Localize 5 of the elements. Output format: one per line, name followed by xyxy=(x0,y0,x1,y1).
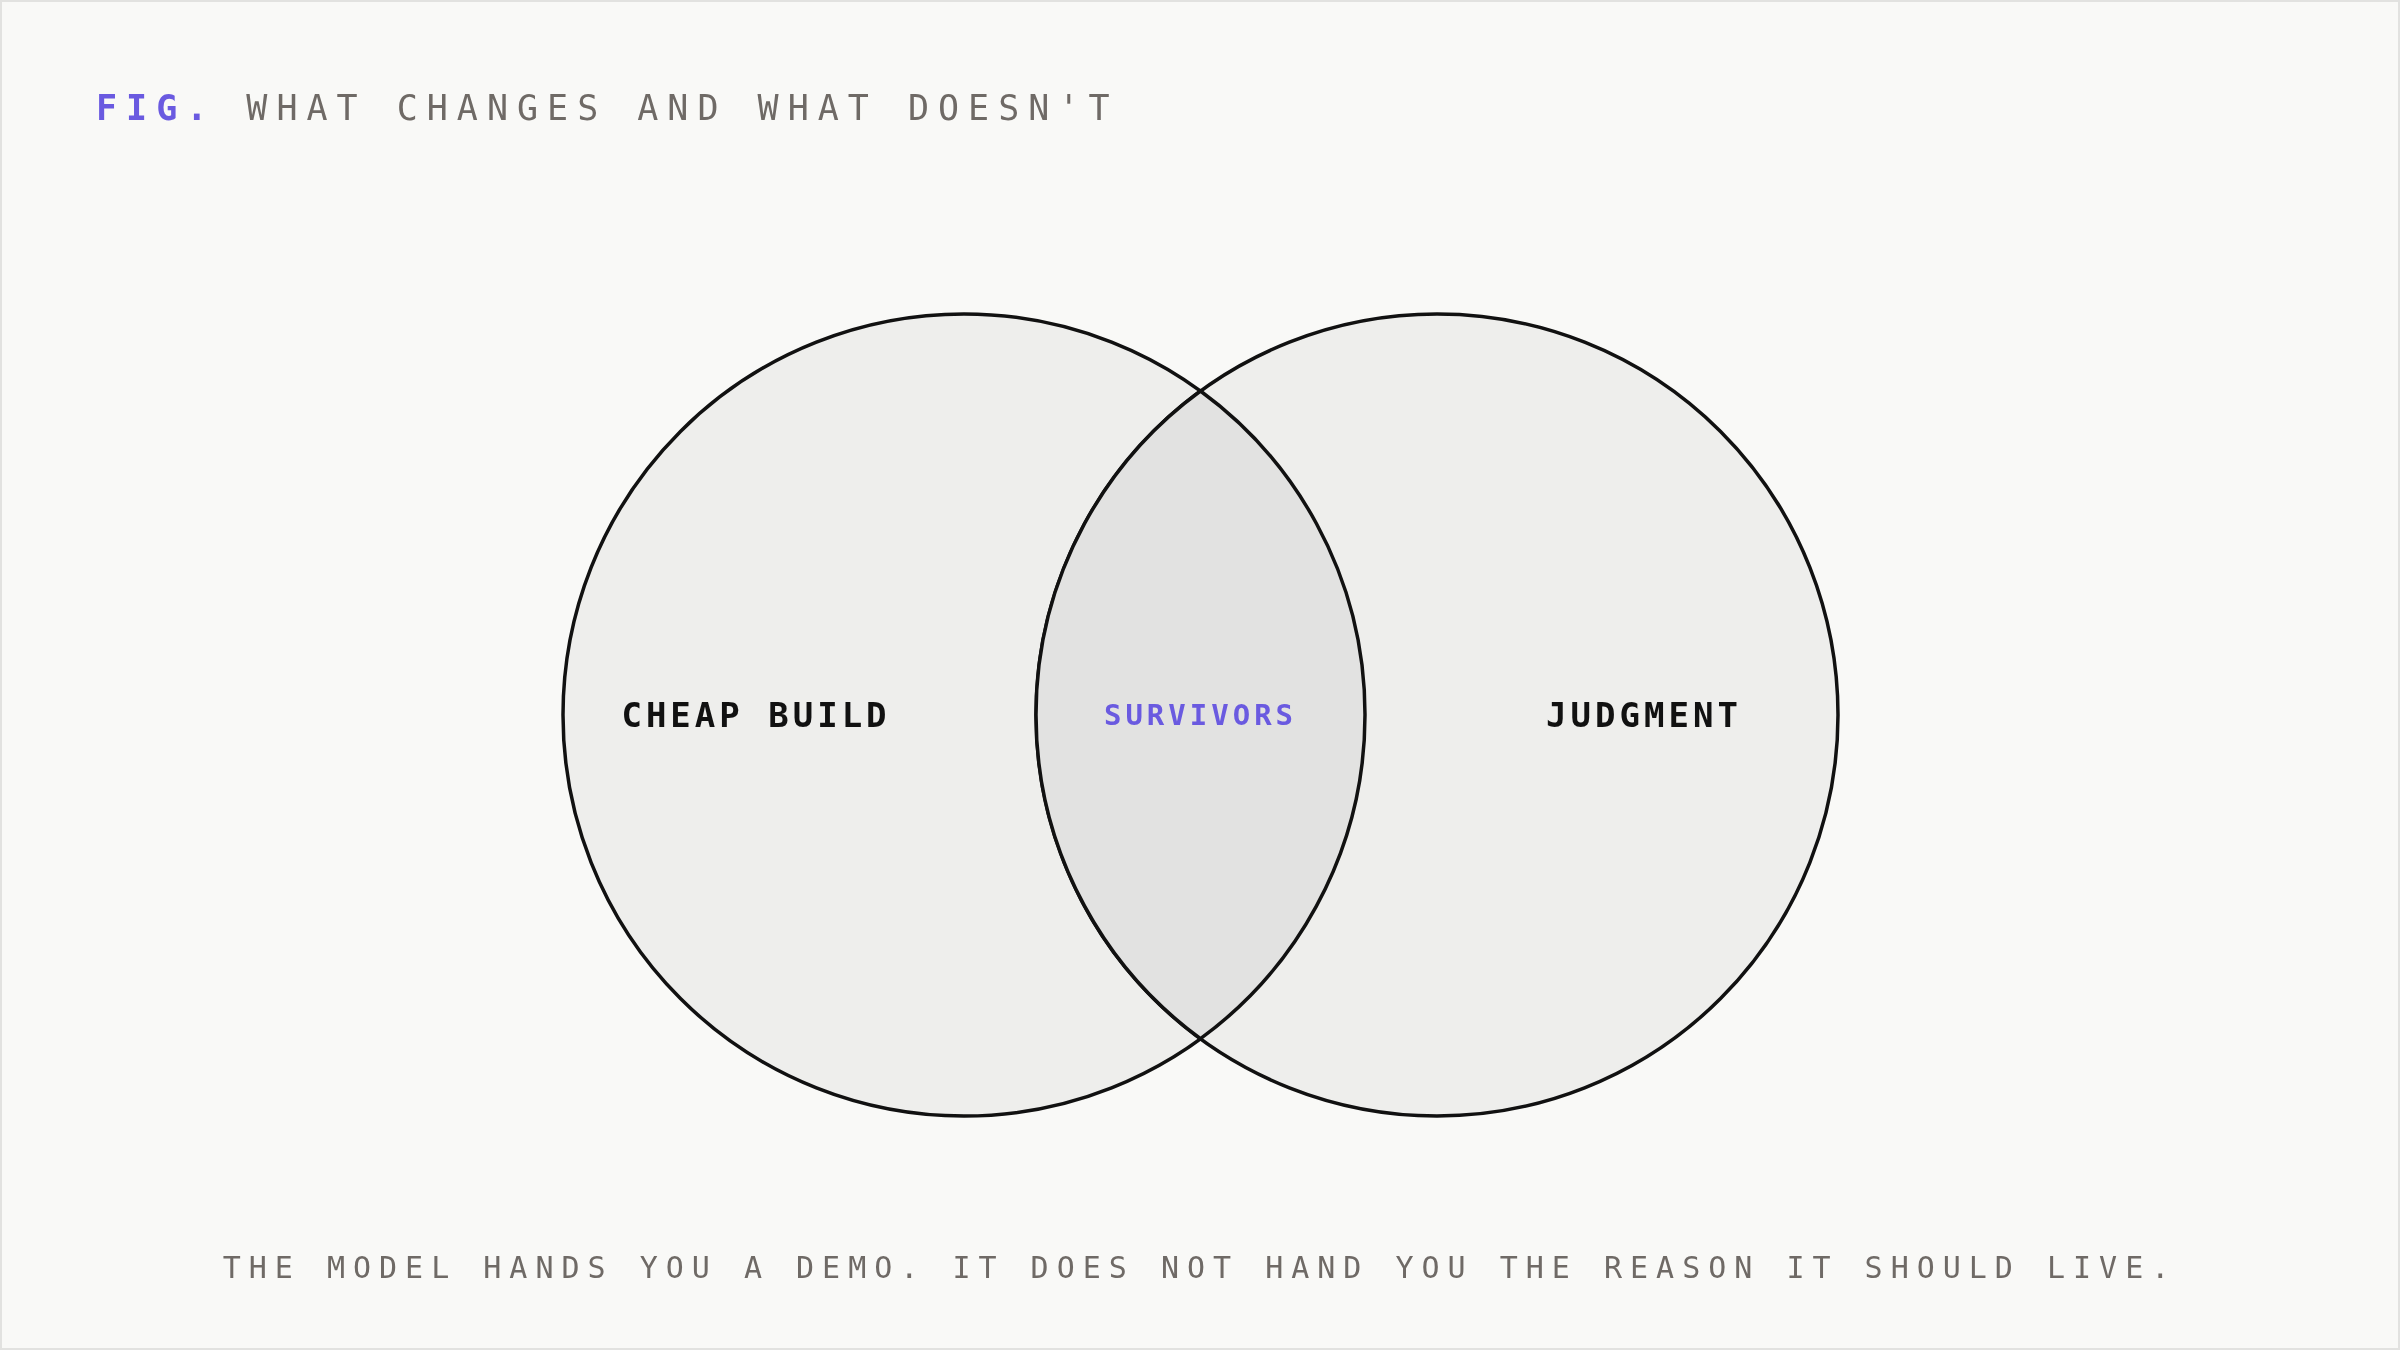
caption-text: THE MODEL HANDS YOU A DEMO. IT DOES NOT HAND YOU THE REASON IT SHOULD LIVE. xyxy=(221,1250,2179,1285)
circle-label: JUDGMENT xyxy=(1546,695,1742,735)
figure-title: FIG. WHAT CHANGES AND WHAT DOESN'T xyxy=(96,88,1119,128)
overlap-label: SURVIVORS xyxy=(1103,698,1298,732)
circle-label: CHEAP BUILD xyxy=(621,695,891,735)
